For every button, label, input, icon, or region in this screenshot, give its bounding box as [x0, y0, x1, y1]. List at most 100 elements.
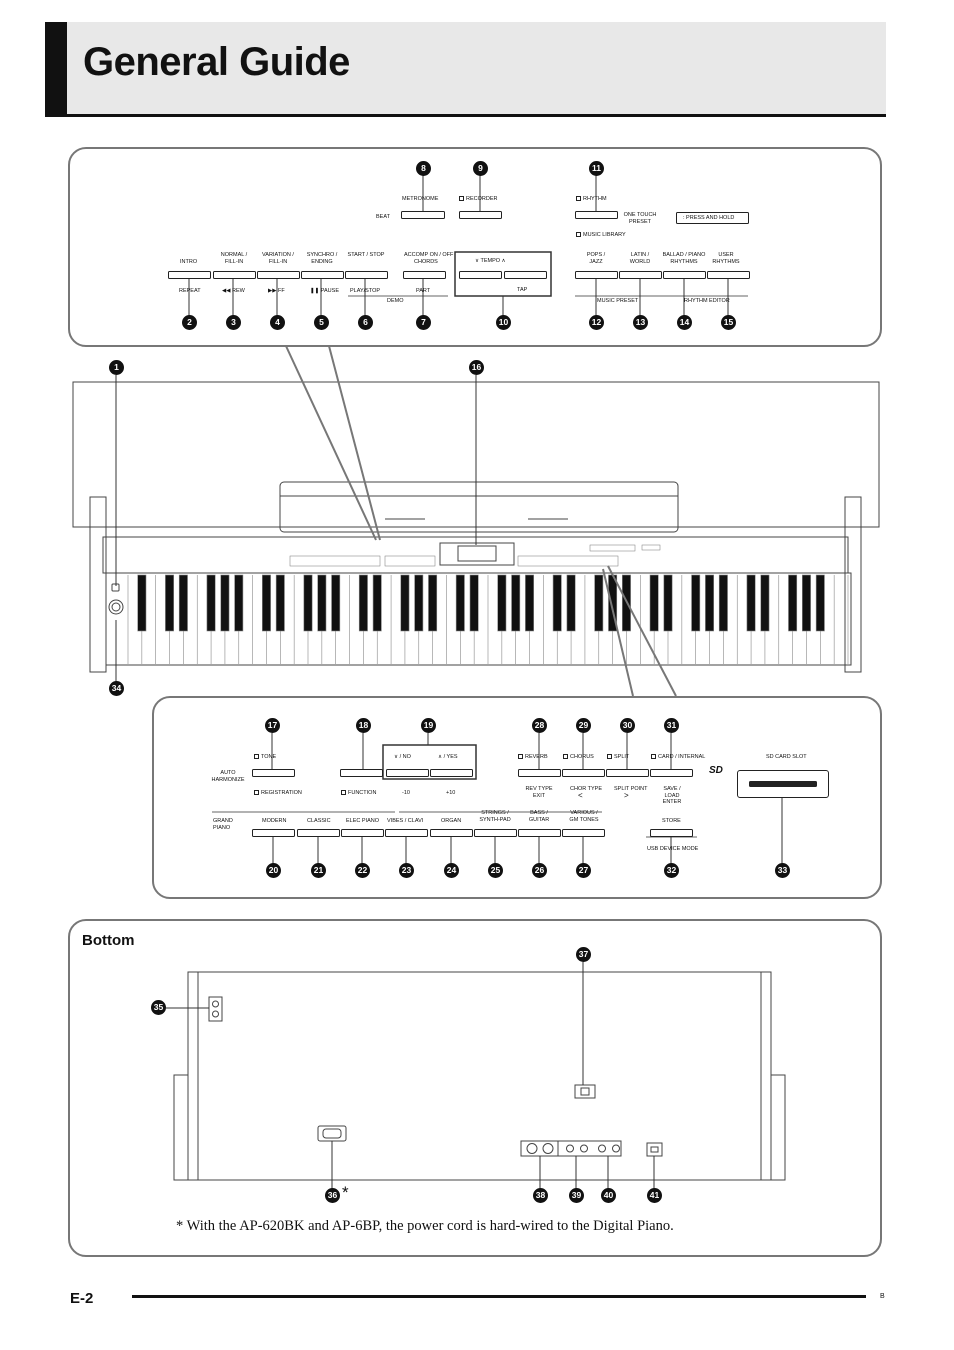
black-key — [275, 574, 285, 632]
card-internal-label: CARD / INTERNAL — [651, 754, 705, 761]
various-gm-tones-button[interactable] — [562, 829, 605, 837]
intro-button[interactable] — [168, 271, 211, 279]
latin-world-label: LATIN / WORLD — [629, 252, 651, 265]
registration-label: REGISTRATION — [254, 790, 302, 797]
page-number: E-2 — [70, 1290, 94, 1307]
organ-button[interactable] — [430, 829, 473, 837]
synchro-ending-button[interactable] — [301, 271, 344, 279]
plus-yes-button[interactable] — [430, 769, 473, 777]
repeat-label: REPEAT — [179, 288, 201, 294]
tempo-text: TEMPO — [480, 258, 501, 264]
reverb-led — [518, 754, 523, 760]
ballad-piano-rhythms-button[interactable] — [663, 271, 706, 279]
no-label: ∨ / NO — [394, 754, 411, 761]
callout-31: 31 — [664, 718, 679, 733]
card-internal-button[interactable] — [650, 769, 693, 777]
modern-button[interactable] — [252, 829, 295, 837]
bass-guitar-button[interactable] — [518, 829, 561, 837]
start-stop-label: START / STOP — [347, 252, 385, 258]
pause-text: PAUSE — [320, 288, 339, 294]
latin-world-button[interactable] — [619, 271, 662, 279]
black-key — [552, 574, 562, 632]
reverb-button[interactable] — [518, 769, 561, 777]
callout-5: 5 — [314, 315, 329, 330]
store-button[interactable] — [650, 829, 693, 837]
pops-jazz-label: POPS / JAZZ — [586, 252, 606, 265]
black-key — [649, 574, 659, 632]
normal-fill-in-label: NORMAL / FILL-IN — [220, 252, 248, 265]
callout-34: 34 — [109, 681, 124, 696]
right-arrow-icon: > — [624, 791, 629, 800]
music-library-label: MUSIC LIBRARY — [576, 232, 626, 239]
function-text: FUNCTION — [348, 790, 377, 796]
plus10-label: +10 — [446, 790, 456, 796]
pause-icon: ❚❚ — [310, 288, 321, 294]
callout-13: 13 — [633, 315, 648, 330]
no-text: / NO — [399, 754, 411, 760]
black-key — [718, 574, 728, 632]
reverb-text: REVERB — [525, 754, 548, 760]
demo-label: DEMO — [387, 298, 404, 304]
user-rhythms-button[interactable] — [707, 271, 750, 279]
elec-piano-button[interactable] — [341, 829, 384, 837]
recorder-button[interactable] — [459, 211, 502, 219]
rhythm-text: RHYTHM — [583, 196, 607, 202]
black-key — [358, 574, 368, 632]
callout-17: 17 — [265, 718, 280, 733]
black-key — [137, 574, 147, 632]
classic-button[interactable] — [297, 829, 340, 837]
split-led — [607, 754, 612, 760]
function-button[interactable] — [340, 769, 383, 777]
tempo-down-button[interactable] — [459, 271, 502, 279]
intro-label: INTRO — [180, 259, 198, 265]
tone-button[interactable] — [252, 769, 295, 777]
auto-harmonize-label: AUTO HARMONIZE — [211, 770, 245, 783]
split-button[interactable] — [606, 769, 649, 777]
callout-41: 41 — [647, 1188, 662, 1203]
strings-synth-pad-button[interactable] — [474, 829, 517, 837]
callout-11: 11 — [589, 161, 604, 176]
accomp-on-off-button[interactable] — [403, 271, 446, 279]
modern-label: MODERN — [262, 818, 287, 824]
callout-30: 30 — [620, 718, 635, 733]
title-bar: General Guide — [45, 22, 886, 117]
elec-piano-label: ELEC PIANO — [346, 818, 380, 824]
pops-jazz-button[interactable] — [575, 271, 618, 279]
chorus-button[interactable] — [562, 769, 605, 777]
callout-24: 24 — [444, 863, 459, 878]
callout-8: 8 — [416, 161, 431, 176]
callout-38: 38 — [533, 1188, 548, 1203]
start-stop-button[interactable] — [345, 271, 388, 279]
rhythm-editor-label: RHYTHM EDITOR — [684, 298, 730, 304]
tempo-up-button[interactable] — [504, 271, 547, 279]
sd-card-slot-opening[interactable] — [749, 781, 817, 787]
footer-rule — [132, 1295, 866, 1298]
registration-text: REGISTRATION — [261, 790, 302, 796]
tone-label: TONE — [254, 754, 276, 761]
store-label: STORE — [662, 818, 681, 824]
callout-14: 14 — [677, 315, 692, 330]
rhythm-button[interactable] — [575, 211, 618, 219]
split-label: SPLIT — [607, 754, 629, 761]
fast-forward-icon: ▶▶ — [268, 288, 278, 294]
normal-fill-in-button[interactable] — [213, 271, 256, 279]
black-key — [691, 574, 701, 632]
title-stripe — [45, 22, 67, 114]
left-arrow-icon: < — [578, 791, 583, 800]
rew-text: REW — [232, 288, 245, 294]
recorder-label: RECORDER — [459, 196, 497, 203]
bottom-view-panel — [68, 919, 882, 1257]
variation-fill-in-button[interactable] — [257, 271, 300, 279]
vibes-clavi-button[interactable] — [385, 829, 428, 837]
metronome-button[interactable] — [401, 211, 445, 219]
press-and-hold-legend: : PRESS AND HOLD — [676, 212, 749, 224]
callout-26: 26 — [532, 863, 547, 878]
callout-20: 20 — [266, 863, 281, 878]
chorus-led — [563, 754, 568, 760]
black-key — [206, 574, 216, 632]
callout-39: 39 — [569, 1188, 584, 1203]
rhythm-label: RHYTHM — [576, 196, 607, 203]
organ-label: ORGAN — [441, 818, 462, 824]
minus-no-button[interactable] — [386, 769, 429, 777]
callout-32: 32 — [664, 863, 679, 878]
